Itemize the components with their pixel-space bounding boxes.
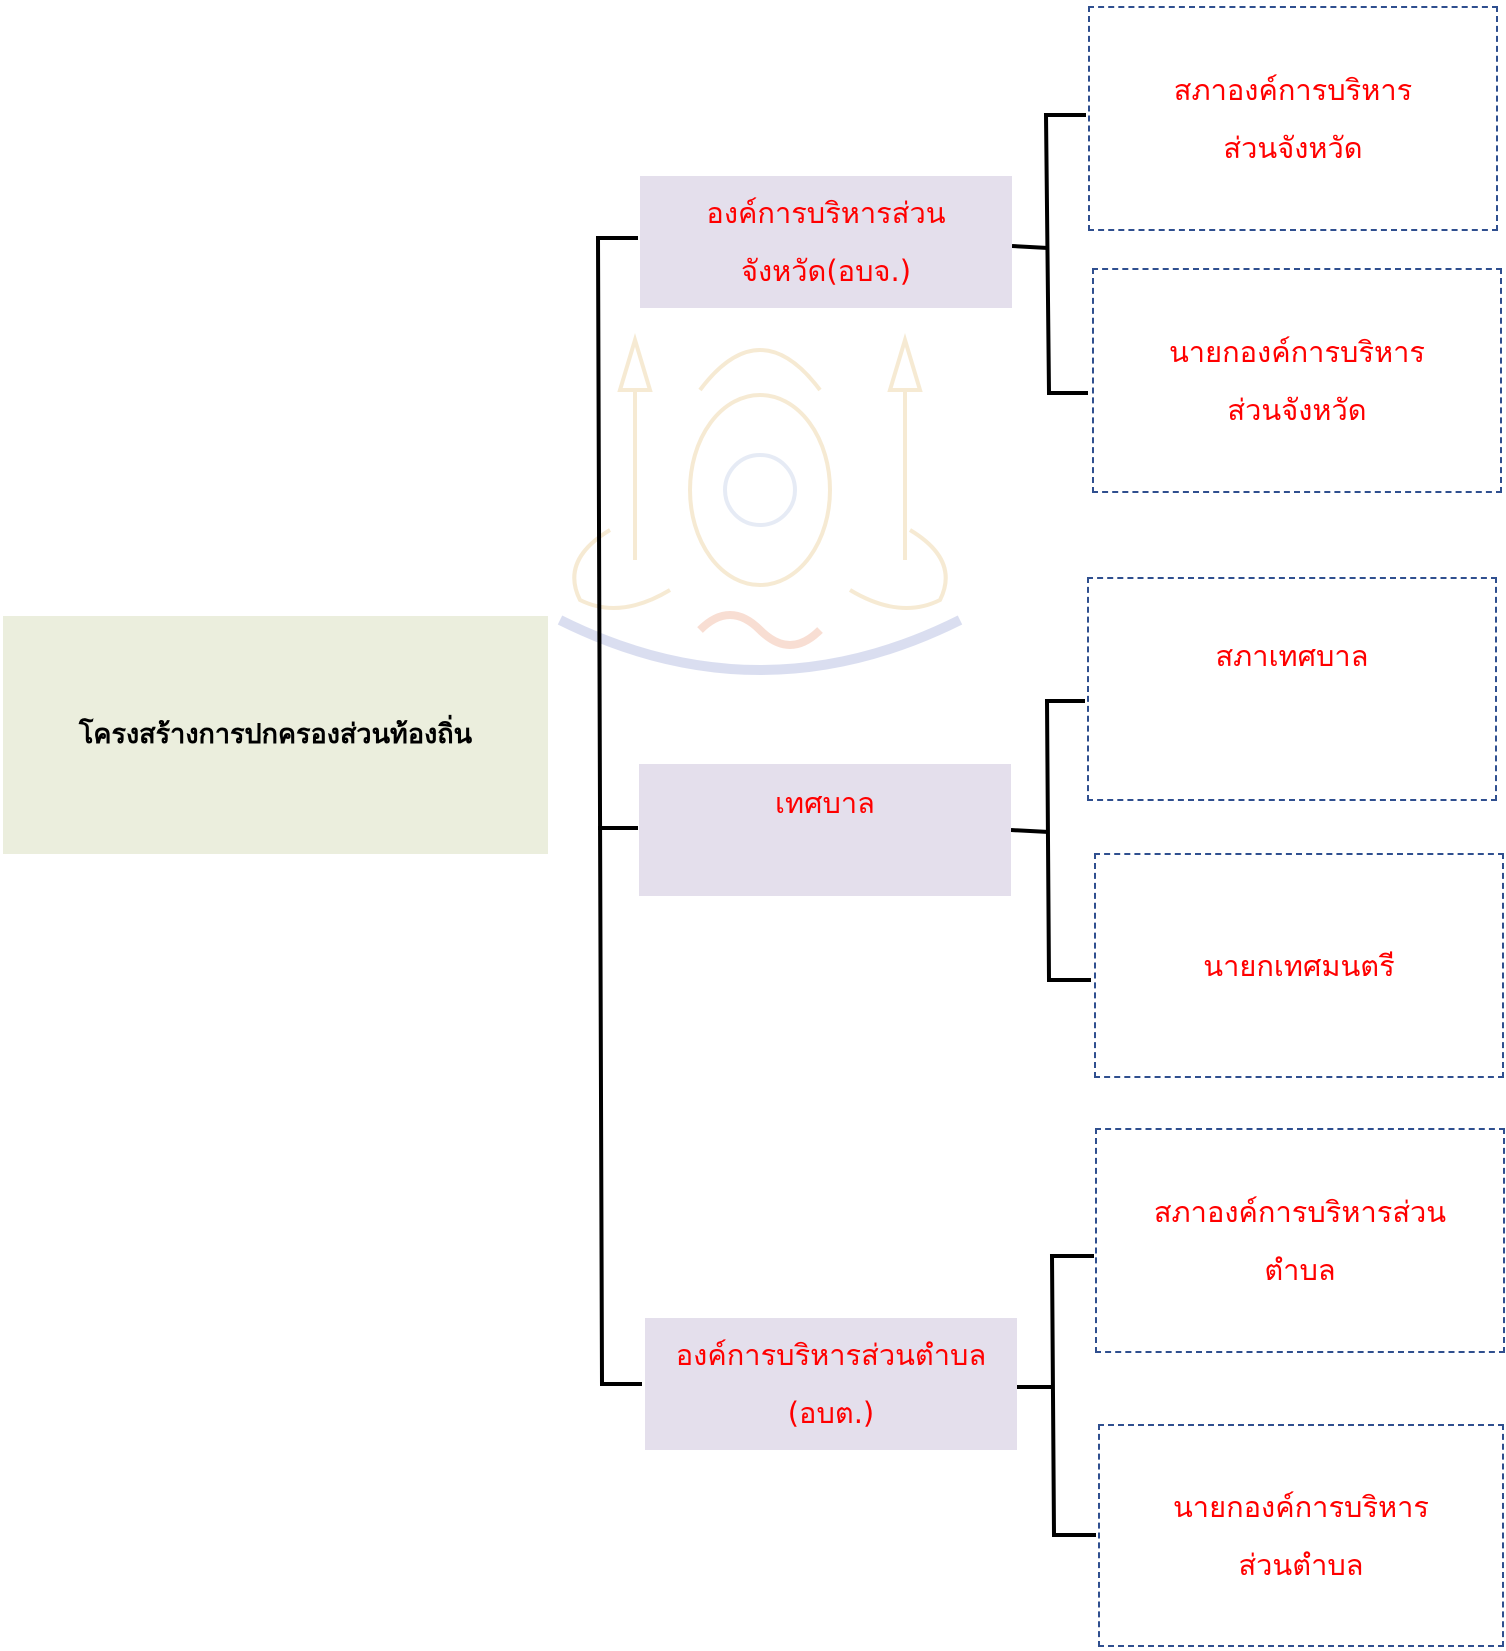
root-label: โครงสร้างการปกครองส่วนท้องถิ่น bbox=[78, 719, 473, 750]
branch3-fork bbox=[1049, 1254, 1096, 1537]
leaf-label-pao-council: สภาองค์การบริหาร ส่วนจังหวัด bbox=[1173, 72, 1413, 165]
branch2-fork bbox=[1044, 699, 1091, 982]
leaf-node-sao-chief: นายกองค์การบริหาร ส่วนตำบล bbox=[1098, 1424, 1504, 1647]
branch-node-municipality: เทศบาล bbox=[639, 764, 1011, 896]
leaf-label-mayor: นายกเทศมนตรี bbox=[1203, 948, 1395, 983]
root-node: โครงสร้างการปกครองส่วนท้องถิ่น bbox=[3, 616, 548, 854]
branch1-connector bbox=[1011, 244, 1049, 250]
leaf-label-pao-chief: นายกองค์การบริหาร ส่วนจังหวัด bbox=[1168, 334, 1425, 427]
trunk-connector bbox=[595, 236, 642, 1386]
leaf-node-pao-chief: นายกองค์การบริหาร ส่วนจังหวัด bbox=[1092, 268, 1502, 493]
leaf-node-sao-council: สภาองค์การบริหารส่วน ตำบล bbox=[1095, 1128, 1505, 1353]
university-seal-icon bbox=[557, 333, 963, 675]
branch-label-sao: องค์การบริหารส่วนตำบล (อบต.) bbox=[675, 1338, 987, 1430]
leaf-node-municipal-council: สภาเทศบาล bbox=[1087, 577, 1497, 801]
leaf-label-sao-chief: นายกองค์การบริหาร ส่วนตำบล bbox=[1172, 1489, 1429, 1582]
branch-node-sao: องค์การบริหารส่วนตำบล (อบต.) bbox=[645, 1318, 1017, 1450]
branch-node-pao: องค์การบริหารส่วน จังหวัด(อบจ.) bbox=[640, 176, 1012, 308]
branch-label-municipality: เทศบาล bbox=[775, 786, 875, 820]
branch-label-pao: องค์การบริหารส่วน จังหวัด(อบจ.) bbox=[706, 196, 946, 288]
leaf-label-sao-council: สภาองค์การบริหารส่วน ตำบล bbox=[1153, 1194, 1447, 1287]
branch1-fork bbox=[1043, 113, 1088, 395]
leaf-node-pao-council: สภาองค์การบริหาร ส่วนจังหวัด bbox=[1088, 6, 1498, 231]
branch2-connector bbox=[1010, 828, 1050, 834]
leaf-node-mayor: นายกเทศมนตรี bbox=[1094, 853, 1504, 1078]
leaf-label-municipal-council: สภาเทศบาล bbox=[1215, 639, 1369, 673]
